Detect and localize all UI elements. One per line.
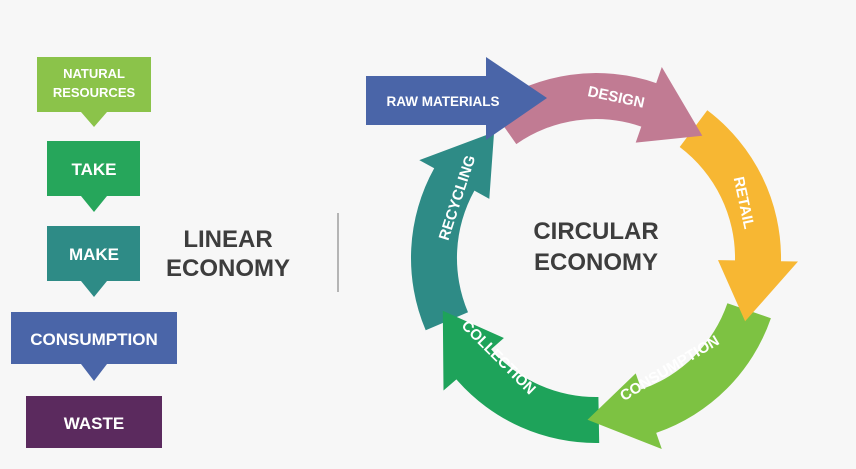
linear-economy-flow: NATURAL RESOURCES TAKE MAKE CONSUMPTION … bbox=[11, 57, 177, 448]
raw-materials-arrow: RAW MATERIALS bbox=[366, 57, 547, 140]
ring-segment-consumption bbox=[587, 303, 771, 449]
ring-segment-retail bbox=[679, 110, 798, 322]
step-natural-resources-label: NATURAL bbox=[63, 66, 125, 81]
circular-economy-title-line2: ECONOMY bbox=[534, 249, 658, 276]
linear-economy-title: LINEAR bbox=[183, 226, 272, 253]
step-waste bbox=[26, 396, 162, 448]
step-make bbox=[47, 226, 140, 297]
linear-economy-title-line2: ECONOMY bbox=[166, 255, 290, 282]
step-consumption-label: CONSUMPTION bbox=[30, 330, 158, 349]
step-make-label: MAKE bbox=[69, 245, 119, 264]
ring-segment-design bbox=[489, 67, 703, 145]
step-natural-resources-label-line2: RESOURCES bbox=[53, 85, 136, 100]
circular-economy-title: CIRCULAR bbox=[533, 218, 658, 245]
step-consumption bbox=[11, 312, 177, 381]
step-waste-label: WASTE bbox=[64, 414, 124, 433]
ring-segment-collection bbox=[442, 310, 600, 444]
raw-materials-label: RAW MATERIALS bbox=[387, 94, 500, 109]
step-natural-resources bbox=[37, 57, 151, 127]
circular-economy-ring: DESIGNRETAILCONSUMPTIONCOLLECTIONRECYCLI… bbox=[410, 67, 798, 449]
step-take-label: TAKE bbox=[71, 160, 116, 179]
step-take bbox=[47, 141, 140, 212]
ring-segment-recycling bbox=[410, 132, 495, 331]
raw-materials-arrow-shape bbox=[366, 57, 547, 140]
